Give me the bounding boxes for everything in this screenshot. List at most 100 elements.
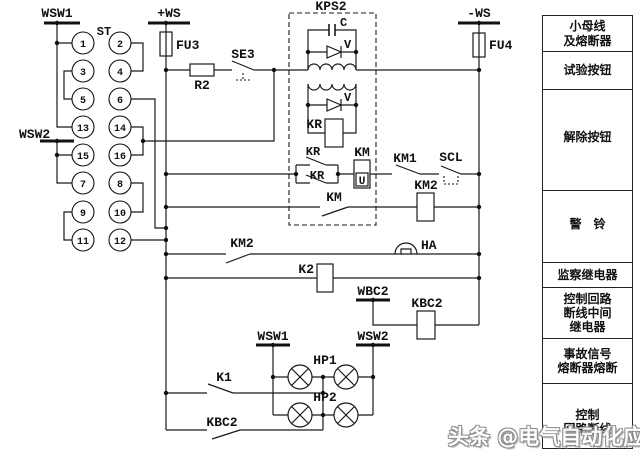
labels: WSW1 ST +WS KPS2 -WS FU3 FU4 R2 SE3 C V …: [19, 0, 513, 430]
fu4-fuse-body: [472, 32, 486, 58]
scl-label: SCL: [439, 150, 463, 165]
transformer-primary-winding: [307, 63, 357, 71]
hp2-lamp-right-icon: [333, 402, 359, 428]
ha-bell-label: HA: [421, 238, 437, 253]
diode-top-label: V: [344, 38, 352, 52]
legend-row-test-button: 试验按钮: [543, 52, 632, 90]
r2-label: R2: [194, 78, 210, 93]
dashed-elements: [236, 12, 459, 226]
st-terminal: 7: [71, 171, 95, 195]
km2-coil-label: KM2: [414, 178, 438, 193]
fu3-fuse-body: [159, 31, 173, 57]
km2-coil-body: [416, 192, 435, 222]
scl-connector-icon: [443, 176, 459, 185]
st-terminal: 3: [71, 59, 95, 83]
fu4-label: FU4: [489, 38, 513, 53]
st-terminal: 6: [108, 87, 132, 111]
se3-label: SE3: [231, 47, 255, 62]
st-number: 10: [114, 209, 126, 220]
signal-lamps: [287, 364, 359, 428]
km-u-label: U: [359, 176, 366, 188]
diode-mid-icon: [326, 98, 343, 112]
st-terminal: 9: [71, 200, 95, 224]
wire-net: [56, 23, 480, 431]
kbc2-contact-label: KBC2: [206, 415, 237, 430]
capacitor-icon: [328, 24, 336, 36]
transformer-secondary-winding: [307, 83, 357, 91]
kps2-dashed-box: [288, 12, 377, 226]
kr-coil-body: [324, 118, 344, 148]
k2-coil-body: [316, 263, 334, 293]
st-terminal: 1: [71, 31, 95, 55]
fu3-label: FU3: [176, 38, 200, 53]
st-number: 13: [77, 124, 89, 135]
watermark-text: 头条 @电气自动化应用: [448, 425, 640, 449]
st-terminal: 14: [108, 115, 132, 139]
pushbutton-actuator-icon: [236, 73, 250, 81]
bell-icon: [394, 242, 418, 255]
hp1-label: HP1: [313, 353, 337, 368]
kbc2-coil-label: KBC2: [411, 296, 442, 311]
st-number: 11: [77, 237, 89, 248]
kps2-label: KPS2: [315, 0, 346, 14]
function-legend-column: 小母线 及熔断器 试验按钮 解除按钮 警 铃 监察继电器 控制回路 断线中间 继…: [542, 15, 633, 449]
st-label: ST: [97, 25, 111, 39]
legend-row-control-circuit-break: 控制 回路断线: [563, 407, 612, 436]
km2-contact-label: KM2: [230, 236, 254, 251]
st-number: 5: [80, 96, 86, 107]
wbc2-label: WBC2: [357, 284, 388, 299]
wsw2-left-label: WSW2: [19, 127, 50, 142]
st-number: 15: [77, 152, 89, 163]
hp2-label: HP2: [313, 390, 337, 405]
st-terminal: 13: [71, 115, 95, 139]
st-number: 14: [114, 124, 126, 135]
km-coil-u-box: [355, 172, 369, 187]
wsw1-bottom-label: WSW1: [257, 329, 288, 344]
r2-resistor-body: [189, 63, 215, 77]
st-terminal: 8: [108, 171, 132, 195]
k1-contact-label: K1: [216, 370, 232, 385]
st-terminal: 16: [108, 143, 132, 167]
st-number: 9: [80, 209, 86, 220]
st-number: 2: [117, 40, 123, 51]
st-terminal: 10: [108, 200, 132, 224]
km-contact-label: KM: [326, 190, 342, 205]
legend-row-fault-signal-fuse: 事故信号 熔断器熔断: [543, 339, 632, 384]
kbc2-coil-body: [416, 310, 436, 340]
legend-row-supervision-relay: 监察继电器: [543, 263, 632, 288]
kr-coil-label: KR: [306, 117, 322, 132]
st-number: 8: [117, 180, 123, 191]
junction-dots: [54, 20, 482, 418]
hp1-lamp-right-icon: [333, 364, 359, 390]
st-terminal: 12: [108, 228, 132, 252]
st-number: 3: [80, 68, 86, 79]
st-number: 12: [114, 237, 126, 248]
wsw1-top-label: WSW1: [41, 6, 72, 21]
legend-row-circuit-break-relay: 控制回路 断线中间 继电器: [543, 288, 632, 339]
hp1-lamp-left-icon: [287, 364, 313, 390]
st-number: 7: [80, 180, 86, 191]
kr-contact-top-label: KR: [306, 145, 321, 159]
legend-row-busbar-fuses: 小母线 及熔断器: [543, 16, 632, 52]
km1-contact-label: KM1: [393, 151, 417, 166]
st-number: 4: [117, 68, 123, 79]
k2-coil-label: K2: [298, 262, 314, 277]
st-terminal: 4: [108, 59, 132, 83]
km-coil-label: KM: [354, 145, 370, 160]
st-terminal: 11: [71, 228, 95, 252]
diode-mid-label: V: [344, 91, 352, 105]
st-terminal: 15: [71, 143, 95, 167]
contact-slashes: [207, 60, 462, 440]
capacitor-label: C: [340, 16, 347, 30]
wsw2-bottom-label: WSW2: [357, 329, 388, 344]
st-terminal: 2: [108, 31, 132, 55]
st-number: 16: [114, 152, 126, 163]
kr-contact-bottom-label: KR: [310, 169, 325, 183]
component-bodies: [159, 31, 486, 340]
st-number: 6: [117, 96, 123, 107]
ws-minus-label: -WS: [467, 6, 491, 21]
legend-row-release-button: 解除按钮: [543, 90, 632, 191]
legend-row-alarm-bell: 警 铃: [543, 191, 632, 263]
